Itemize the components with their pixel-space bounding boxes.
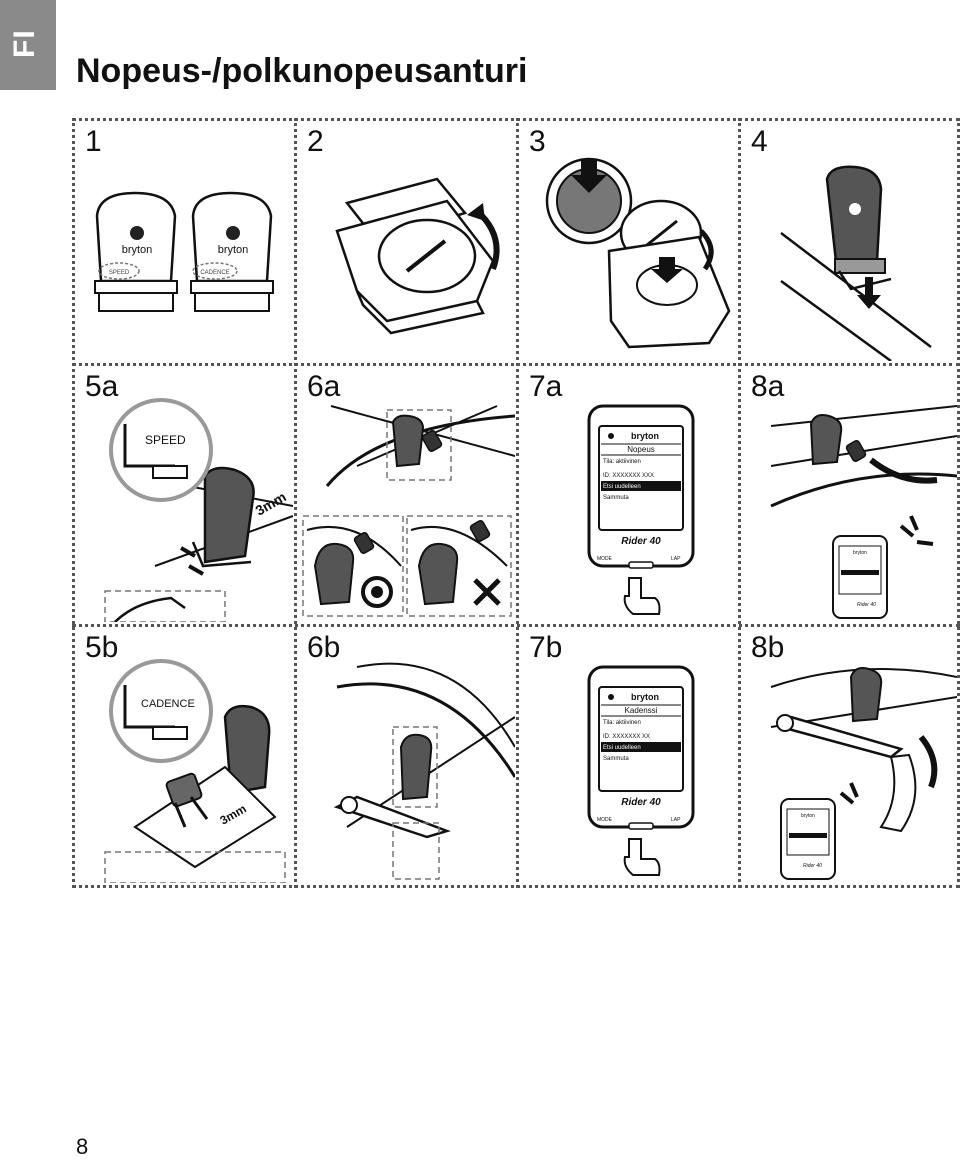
step-5b-panel: 5b 3mm CADENCE (75, 627, 293, 883)
step-7a-panel: 7a bryton Nopeus Tila: aktiivinen ID: XX… (519, 366, 737, 622)
language-tab: FI (0, 0, 56, 90)
step-7b-panel: 7b bryton Kadenssi Tila: aktiivinen ID: … (519, 627, 737, 883)
pedal-spin-illustration: bryton Rider 40 (770, 667, 957, 880)
screen-heading: Kadenssi (625, 706, 658, 715)
cadence-sensor: bryton CADENCE (190, 191, 274, 312)
rescan-menu-item[interactable] (601, 481, 681, 491)
step-8a-panel: 8a bryton Rider 40 (741, 366, 957, 622)
grid-divider (516, 118, 519, 888)
screen-id: ID: XXXXXXX XXX (603, 473, 654, 479)
step-1-panel: 1 bryton SPEED bryton CADENCE (75, 121, 293, 361)
step-number: 5a (85, 370, 119, 403)
page-number: 8 (76, 1134, 89, 1159)
cadence-sensor-mount-illustration: 3mm CADENCE (104, 659, 286, 883)
speed-sensor: bryton SPEED (94, 191, 178, 312)
screen-status: Tila: aktiivinen (603, 459, 641, 465)
step-number: 7b (529, 631, 563, 664)
mode-button[interactable]: MODE (597, 817, 613, 823)
step-number: 3 (529, 125, 546, 158)
rescan-label: Etsi uudelleen (603, 484, 641, 490)
small-device-brand: bryton (801, 813, 815, 819)
screen-heading: Nopeus (627, 445, 655, 454)
ok-button[interactable] (628, 822, 654, 830)
step-number: 2 (307, 125, 324, 158)
device-model: Rider 40 (621, 797, 661, 808)
step-2-panel: 2 (297, 121, 515, 361)
device-brand: bryton (631, 692, 659, 702)
cadence-callout-label: CADENCE (141, 698, 195, 710)
step-number: 8a (751, 370, 785, 403)
step-4-panel: 4 (741, 121, 957, 361)
ok-button[interactable] (628, 561, 654, 569)
screen-id: ID: XXXXXXX XX (603, 734, 650, 740)
grid-divider (294, 118, 297, 888)
grid-border (957, 118, 960, 888)
gap-label: 3mm (253, 488, 289, 518)
two-sensors-illustration: bryton SPEED bryton CADENCE (94, 191, 274, 312)
speed-sensor-mount-illustration: 3mm SPEED (104, 398, 293, 622)
page-title: Nopeus-/polkunopeusanturi (76, 52, 528, 90)
correct-magnet-view (325, 405, 515, 487)
speed-sensor-brand: bryton (122, 244, 153, 256)
grid-border (72, 118, 75, 888)
speed-sensor-tag: SPEED (109, 270, 130, 276)
device-model: Rider 40 (621, 536, 661, 547)
step-6b-panel: 6b (297, 627, 515, 883)
wheel-spin-illustration: bryton Rider 40 (770, 405, 957, 619)
battery-cover-illustration (335, 177, 500, 335)
rescan-menu-item[interactable] (601, 742, 681, 752)
language-code: FI (8, 29, 41, 58)
magnet-alignment-illustration (302, 405, 515, 617)
grid-divider (738, 118, 741, 888)
magnet-good-view (302, 515, 404, 617)
step-5a-panel: 5a 3mm SPEED (75, 366, 293, 622)
small-device-brand: bryton (853, 550, 867, 556)
step-number: 6a (307, 370, 341, 403)
mode-button[interactable]: MODE (597, 556, 613, 562)
step-3-panel: 3 (519, 121, 737, 361)
crank-magnet-illustration (333, 662, 515, 880)
device-cadence-screen-illustration: bryton Kadenssi Tila: aktiivinen ID: XXX… (587, 665, 695, 876)
step-number: 8b (751, 631, 785, 664)
step-8b-panel: 8b bryton Rider 40 (741, 627, 957, 883)
rescan-label: Etsi uudelleen (603, 745, 641, 751)
speed-callout-label: SPEED (145, 433, 186, 447)
small-device-model: Rider 40 (803, 863, 822, 869)
step-number: 6b (307, 631, 341, 664)
instruction-grid: 1 bryton SPEED bryton CADENCE (72, 118, 960, 888)
insert-battery-illustration (545, 157, 731, 349)
device-brand: bryton (631, 431, 659, 441)
device-speed-screen-illustration: bryton Nopeus Tila: aktiivinen ID: XXXXX… (587, 404, 695, 615)
turn-off-label[interactable]: Sammuta (603, 756, 629, 762)
step-number: 7a (529, 370, 563, 403)
turn-off-label[interactable]: Sammuta (603, 495, 629, 501)
magnet-bad-view (406, 515, 512, 617)
cadence-sensor-brand: bryton (218, 244, 249, 256)
step-6a-panel: 6a (297, 366, 515, 622)
step-number: 4 (751, 125, 768, 158)
small-device-model: Rider 40 (857, 602, 876, 608)
step-number: 1 (85, 125, 102, 158)
screen-status: Tila: aktiivinen (603, 720, 641, 726)
cadence-sensor-tag: CADENCE (200, 270, 229, 276)
pointing-hand-icon (623, 577, 661, 615)
lap-button[interactable]: LAP (671, 817, 681, 823)
attach-sensor-illustration (780, 165, 932, 361)
pointing-hand-icon (623, 838, 661, 876)
lap-button[interactable]: LAP (671, 556, 681, 562)
step-number: 5b (85, 631, 119, 664)
